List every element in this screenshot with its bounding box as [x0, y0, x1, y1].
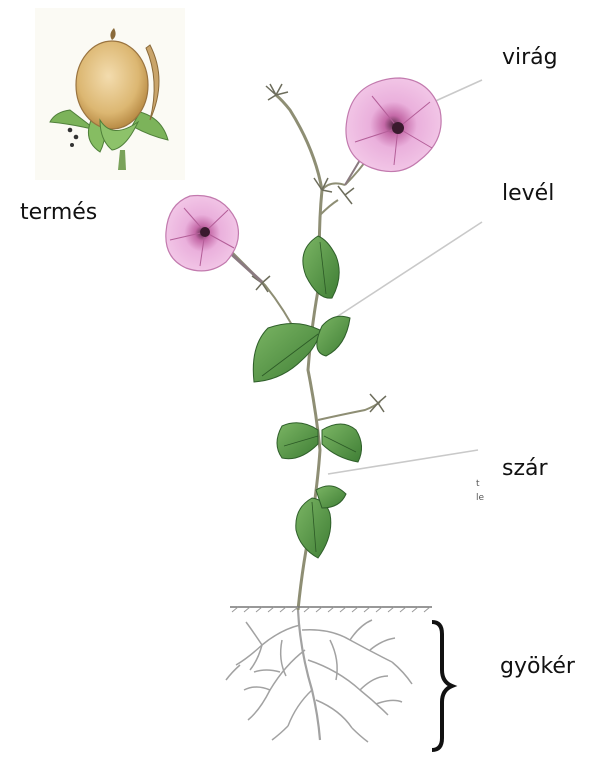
label-root: gyökér: [500, 656, 575, 678]
label-fruit: termés: [20, 202, 97, 224]
svg-text:le: le: [476, 493, 485, 503]
label-leaf: levél: [502, 183, 554, 205]
soil-line: [230, 607, 432, 612]
leaves: [253, 236, 361, 558]
svg-text:t: t: [476, 479, 480, 489]
label-stem: szár: [502, 458, 548, 480]
flower-left: [166, 196, 262, 283]
root-bracket: [432, 622, 452, 750]
label-flower: virág: [502, 47, 558, 69]
roots: [226, 610, 412, 742]
